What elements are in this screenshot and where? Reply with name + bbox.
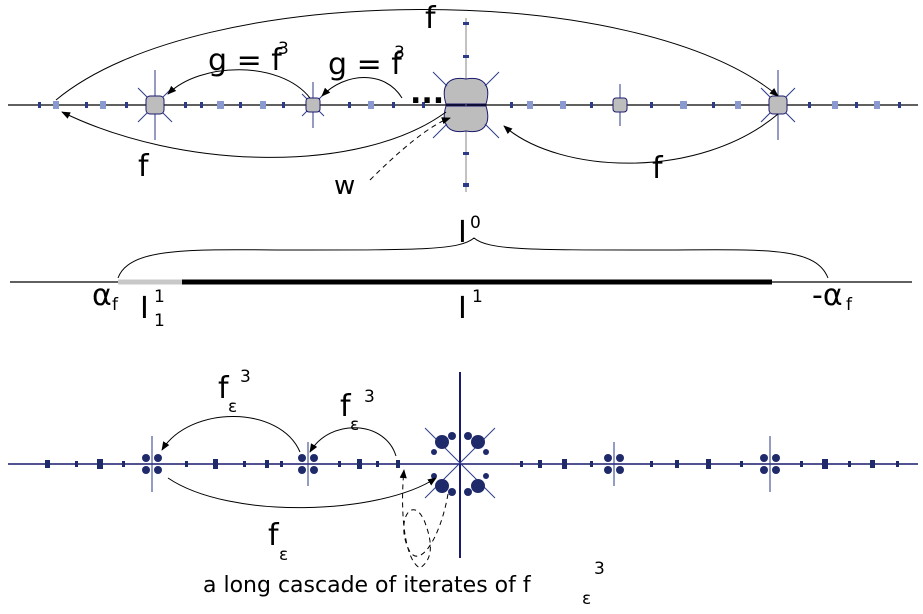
- label-f-left: f: [138, 149, 150, 184]
- label-fe: f: [268, 518, 280, 553]
- bottom-panel: f ε 3 f ε 3 f ε a long cascade of iterat…: [8, 367, 918, 609]
- dark-component-right-large: [760, 436, 780, 492]
- arrow-fe3-left: [161, 416, 301, 453]
- dark-component-left-large: [142, 436, 162, 492]
- label-fe3-right-sub: ε: [350, 415, 359, 435]
- label-fe3-left-sub: ε: [228, 397, 237, 417]
- arrow-f-top: [55, 9, 779, 101]
- axis-decorations-top: [38, 101, 901, 109]
- caption-sub: ε: [582, 589, 591, 609]
- label-I1-sup: 1: [472, 287, 483, 307]
- label-fe3-right-sup: 3: [364, 387, 375, 407]
- label-fe3-left: f: [218, 371, 230, 406]
- label-g-right: g = f: [328, 47, 403, 82]
- cascade-loop: [399, 469, 449, 569]
- arrow-g-right: [321, 77, 403, 99]
- middle-panel: I 0 α f I 1 1 I 1 -α f: [10, 213, 912, 331]
- label-f-right: f: [652, 151, 664, 186]
- label-alpha: α: [92, 278, 112, 313]
- label-f-top: f: [425, 1, 437, 36]
- caption: a long cascade of iterates of f: [203, 573, 532, 598]
- label-alpha-sub: f: [112, 295, 119, 315]
- label-I11: I: [140, 291, 149, 326]
- arrow-f-left: [61, 111, 447, 158]
- label-I0-sup: 0: [470, 213, 481, 233]
- label-fe3-right: f: [340, 389, 352, 424]
- arrow-f-right: [503, 113, 779, 164]
- dark-component-right-mid: [604, 442, 624, 486]
- label-w: w: [334, 171, 355, 201]
- label-neg-alpha: -α: [812, 278, 843, 313]
- brace-I0: [117, 237, 829, 279]
- julia-component-left-large: [137, 70, 173, 140]
- label-I11-sub: 1: [154, 311, 165, 331]
- top-panel: f g = f 3 g = f 3 ... f f w: [8, 1, 918, 201]
- julia-component-left-mid: [301, 82, 325, 128]
- dark-component-left-mid: [298, 442, 318, 486]
- axis-decorations-bottom: [45, 459, 899, 469]
- label-g-left: g = f: [208, 43, 283, 78]
- julia-component-right-mid: [612, 84, 628, 126]
- label-I1: I: [458, 291, 467, 326]
- label-fe-sub: ε: [279, 545, 288, 565]
- arrow-w: [369, 117, 451, 181]
- label-g-right-exp: 3: [394, 43, 405, 63]
- central-julia-component: [432, 22, 500, 187]
- julia-component-right-large: [760, 70, 796, 140]
- label-ellipsis: ...: [410, 76, 444, 111]
- central-dark-component: [424, 427, 496, 499]
- caption-sup: 3: [594, 559, 605, 579]
- arrow-g-left: [167, 69, 311, 99]
- label-I0: I: [458, 215, 467, 250]
- arrow-fe: [167, 477, 437, 509]
- label-g-left-exp: 3: [278, 39, 289, 59]
- label-I11-sup: 1: [154, 287, 165, 307]
- label-fe3-left-sup: 3: [240, 367, 251, 387]
- arrow-fe3-right: [309, 427, 397, 457]
- label-neg-alpha-sub: f: [846, 295, 853, 315]
